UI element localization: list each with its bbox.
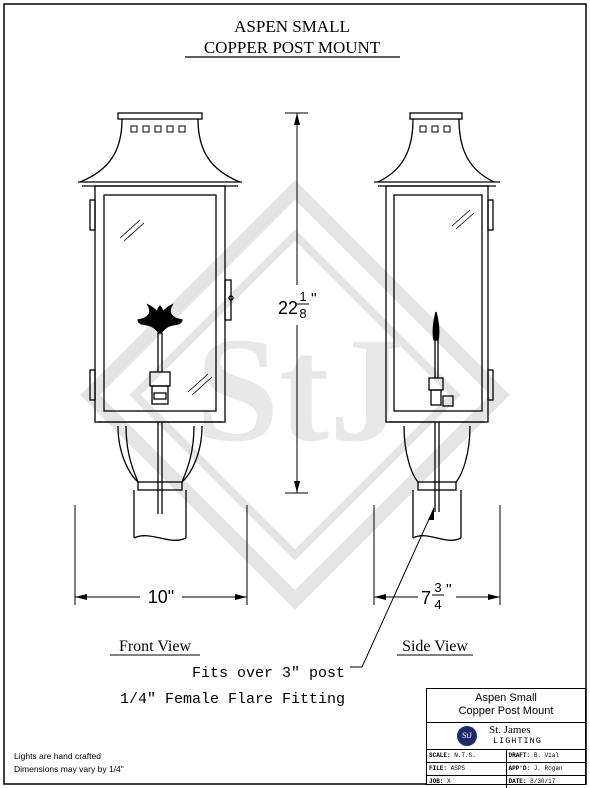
callout-line-1: Fits over 3" post bbox=[192, 665, 345, 682]
side-width-value-unit: " bbox=[446, 582, 452, 599]
draft-key: DRAFT: bbox=[508, 752, 531, 759]
front-view-label: Front View bbox=[119, 638, 192, 655]
side-width-value-numerator: 3 bbox=[434, 580, 441, 595]
date-key: DATE: bbox=[508, 778, 527, 785]
height-value-unit: " bbox=[311, 291, 317, 308]
title-block: Aspen Small Copper Post Mount StJ St. Ja… bbox=[426, 688, 586, 788]
approved-key: APP'D: bbox=[508, 765, 531, 772]
company-subtitle: LIGHTING bbox=[493, 736, 542, 746]
title-line-2: COPPER POST MOUNT bbox=[204, 38, 381, 57]
title-block-name-line-1: Aspen Small bbox=[475, 692, 537, 704]
sheet-border bbox=[3, 3, 587, 785]
date-value: 8/30/17 bbox=[530, 778, 556, 785]
title-block-row: SCALE: N.T.S. DRAFT: B. Vial bbox=[427, 750, 585, 763]
side-width-value-whole: 7 bbox=[421, 588, 431, 608]
front-width-dimension bbox=[74, 505, 248, 605]
note-dimensions-vary: Dimensions may vary by 1/4" bbox=[14, 764, 124, 774]
title-block-name-line-2: Copper Post Mount bbox=[458, 705, 554, 717]
side-width-dimension bbox=[373, 505, 501, 605]
height-dimension bbox=[285, 112, 308, 494]
side-width-value-denominator: 4 bbox=[434, 597, 441, 612]
job-value: X bbox=[447, 778, 451, 785]
height-value-numerator: 1 bbox=[299, 289, 306, 304]
scale-key: SCALE: bbox=[429, 752, 451, 759]
approved-value: J. Rogan bbox=[533, 765, 563, 772]
company-name: St. James bbox=[489, 724, 531, 736]
company-logo: StJ St. James LIGHTING bbox=[427, 723, 585, 750]
side-view-label: Side View bbox=[402, 638, 468, 655]
job-key: JOB: bbox=[429, 778, 444, 785]
title-line-1: ASPEN SMALL bbox=[234, 17, 350, 36]
scale-value: N.T.S. bbox=[454, 752, 476, 759]
callout-leader bbox=[350, 507, 435, 668]
st-james-logo-icon: StJ bbox=[457, 726, 477, 746]
note-hand-crafted: Lights are hand crafted bbox=[14, 751, 101, 761]
callout-line-2: 1/4" Female Flare Fitting bbox=[120, 691, 345, 708]
file-key: FILE: bbox=[429, 765, 448, 772]
side-vent-holes bbox=[419, 125, 451, 133]
draft-value: B. Vial bbox=[533, 752, 559, 759]
side-view-drawing bbox=[374, 112, 500, 541]
file-value: ASPS bbox=[450, 765, 466, 772]
title-block-row: FILE: ASPS APP'D: J. Rogan bbox=[427, 763, 585, 776]
title-block-row: JOB: X DATE: 8/30/17 bbox=[427, 776, 585, 788]
height-value-whole: 22 bbox=[278, 298, 298, 318]
callout-arrowhead bbox=[428, 508, 434, 520]
front-width-value: 10" bbox=[148, 587, 174, 607]
height-value-denominator: 8 bbox=[299, 306, 306, 321]
vent-holes bbox=[130, 125, 186, 133]
title-block-name: Aspen Small Copper Post Mount bbox=[427, 689, 585, 723]
front-view-drawing bbox=[78, 112, 242, 541]
svg-text:StJ: StJ bbox=[196, 307, 404, 473]
